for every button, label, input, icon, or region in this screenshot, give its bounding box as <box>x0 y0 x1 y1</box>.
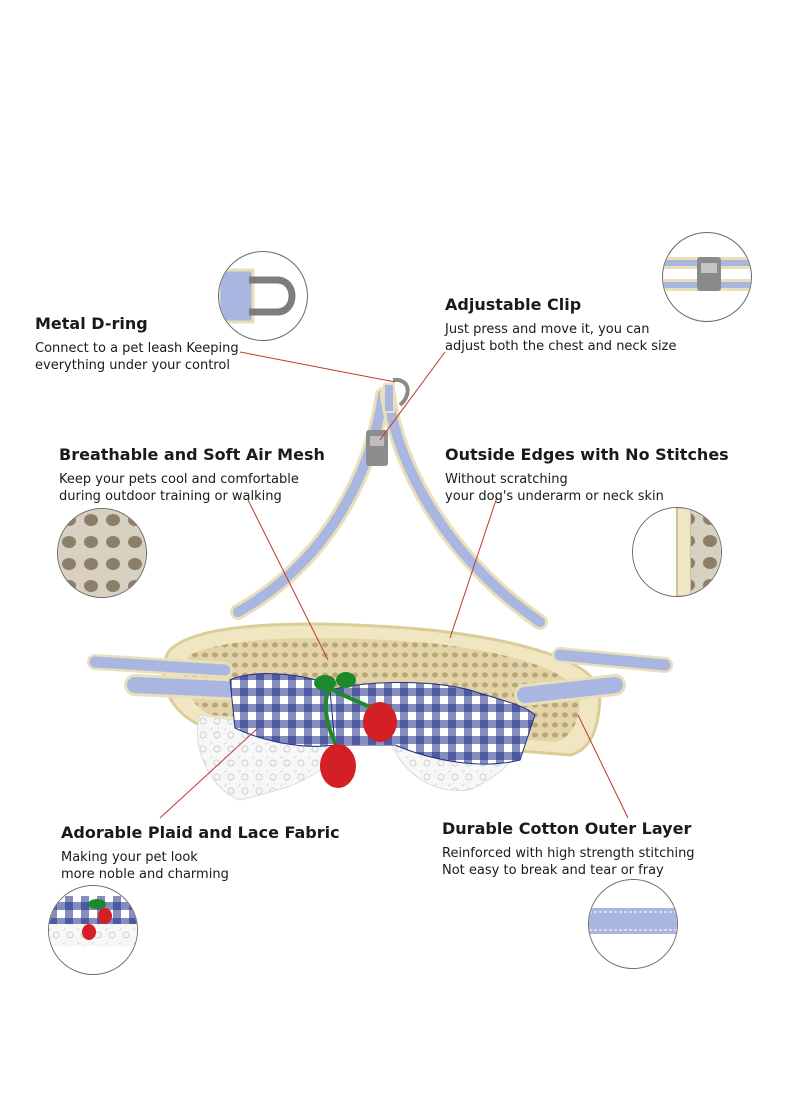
edge-icon <box>633 508 721 596</box>
feature-title: Metal D-ring <box>35 314 148 333</box>
leader-lines <box>159 351 629 819</box>
feature-desc-line1: Keep your pets cool and comfortable <box>59 472 299 487</box>
d-ring-icon <box>219 268 296 324</box>
clip-icon <box>663 257 751 291</box>
upper-straps <box>230 387 548 630</box>
feature-desc-line1: Without scratching <box>445 472 568 487</box>
feature-title: Adjustable Clip <box>445 295 582 314</box>
feature-desc-line2: more noble and charming <box>61 867 229 882</box>
d-ring <box>383 377 410 413</box>
feature-desc-line1: Just press and move it, you can <box>445 322 650 337</box>
cotton-strap-icon <box>589 880 677 968</box>
feature-desc-line1: Reinforced with high strength stitching <box>442 846 695 861</box>
feature-desc-line2: your dog's underarm or neck skin <box>445 489 664 504</box>
feature-air-mesh: Breathable and Soft Air Mesh Keep your p… <box>59 445 359 505</box>
clip-detail-bubble <box>662 232 752 322</box>
cherry-decoration <box>314 672 397 788</box>
feature-title: Durable Cotton Outer Layer <box>442 819 692 838</box>
chest-strap <box>87 647 673 706</box>
feature-desc-line1: Making your pet look <box>61 850 198 865</box>
feature-outside-edges: Outside Edges with No Stitches Without s… <box>445 445 765 505</box>
feature-desc-line2: adjust both the chest and neck size <box>445 339 677 354</box>
feature-title: Adorable Plaid and Lace Fabric <box>61 823 340 842</box>
mesh-icon <box>58 509 146 597</box>
feature-title: Outside Edges with No Stitches <box>445 445 729 464</box>
edge-detail-bubble <box>632 507 722 597</box>
mesh-detail-bubble <box>57 508 147 598</box>
d-ring-detail-bubble <box>218 251 308 341</box>
feature-d-ring: Metal D-ring Connect to a pet leash Keep… <box>35 314 275 374</box>
feature-adjustable-clip: Adjustable Clip Just press and move it, … <box>445 295 745 355</box>
feature-desc-line2: Not easy to break and tear or fray <box>442 863 664 878</box>
plaid-lace-detail-bubble <box>48 885 138 975</box>
cotton-strap-detail-bubble <box>588 879 678 969</box>
feature-cotton-outer-layer: Durable Cotton Outer Layer Reinforced wi… <box>442 819 762 879</box>
plaid-lace-icon <box>49 886 137 974</box>
feature-title: Breathable and Soft Air Mesh <box>59 445 325 464</box>
feature-plaid-lace: Adorable Plaid and Lace Fabric Making yo… <box>61 823 361 883</box>
feature-desc-line2: everything under your control <box>35 358 230 373</box>
feature-desc-line1: Connect to a pet leash Keeping <box>35 341 239 356</box>
adjustable-clip <box>366 430 388 466</box>
feature-desc-line2: during outdoor training or walking <box>59 489 282 504</box>
